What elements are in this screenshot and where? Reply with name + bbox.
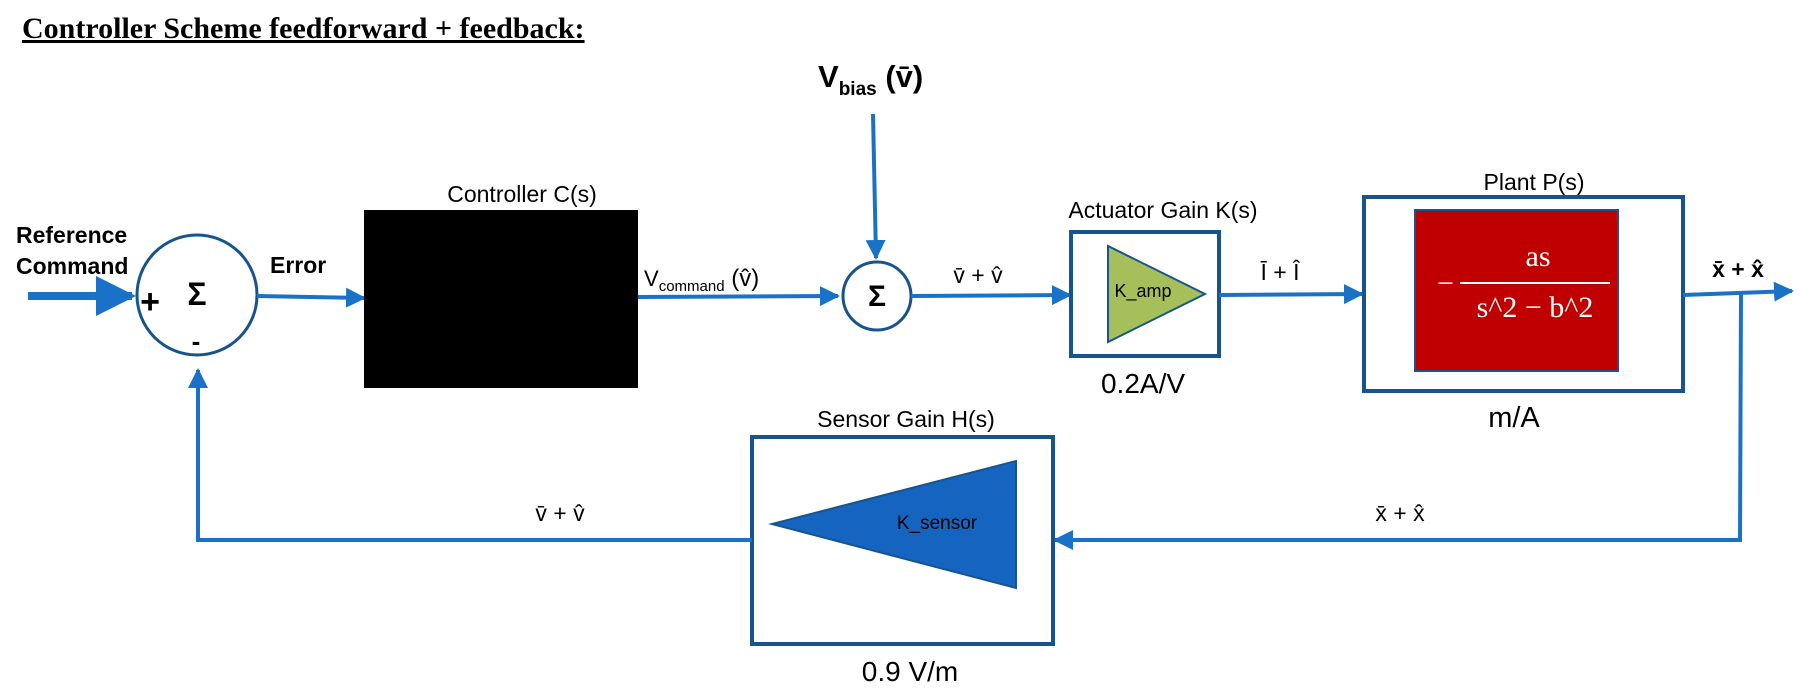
feedback-position-label: x̄ + x̂ — [1375, 500, 1425, 526]
diagram-title: Controller Scheme feedforward + feedback… — [22, 12, 585, 45]
error-summing-junction — [135, 233, 259, 357]
actuator-inner-label: K_amp — [1114, 281, 1171, 302]
feedback-to-sensor-arrow — [1053, 293, 1743, 550]
plant-label: Plant P(s) — [1484, 169, 1585, 195]
sensor-label: Sensor Gain H(s) — [817, 406, 995, 432]
controller-label: Controller C(s) — [447, 181, 597, 207]
summer1-sigma: Σ — [187, 276, 206, 312]
current-label: Ī + Î — [1261, 259, 1301, 285]
current-arrow — [1218, 284, 1364, 305]
summed-voltage-label: v̄ + v̂ — [953, 262, 1003, 288]
controller-block — [364, 210, 638, 388]
output-label: x̄ + x̂ — [1712, 256, 1764, 282]
actuator-label: Actuator Gain K(s) — [1068, 197, 1257, 223]
actuator-gain: 0.2A/V — [1101, 368, 1185, 399]
vbias-label: Vbias (v̄) — [818, 59, 923, 100]
sensor-triangle — [768, 459, 1017, 590]
feedback-to-summer-arrow — [188, 368, 752, 542]
reference-label-line1: Reference — [16, 222, 127, 248]
sensor-gain: 0.9 V/m — [862, 656, 958, 687]
vcommand-arrow — [637, 286, 840, 307]
summer1-minus-sign: - — [192, 326, 201, 356]
actuator-triangle — [1107, 244, 1208, 344]
plant-transfer-function-box — [1414, 209, 1619, 372]
summed-voltage-arrow — [910, 285, 1072, 306]
feedback-voltage-label: v̄ + v̂ — [535, 500, 585, 526]
summer2-sigma: Σ — [868, 280, 886, 313]
vcommand-label: Vcommand (v̂) — [644, 265, 759, 295]
plant-units: m/A — [1488, 402, 1540, 434]
plant-minus-sign: − — [1437, 267, 1454, 300]
vbias-arrow — [865, 113, 886, 260]
plant-denominator: s^2 − b^2 — [1477, 291, 1594, 324]
reference-label-line2: Command — [16, 253, 128, 279]
plant-numerator: as — [1526, 240, 1551, 273]
error-arrow — [256, 287, 366, 308]
output-arrow — [1682, 281, 1794, 302]
summer1-plus-sign: + — [140, 283, 160, 321]
error-label: Error — [270, 252, 326, 278]
sensor-inner-label: K_sensor — [897, 513, 978, 534]
